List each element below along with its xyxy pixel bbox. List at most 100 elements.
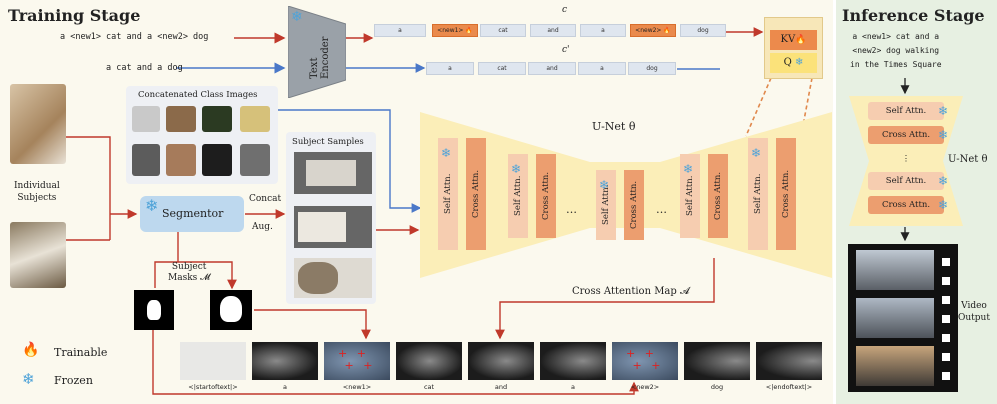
ellipsis-left: …	[566, 203, 577, 216]
subject-cat-photo	[10, 84, 66, 164]
self-attn-block	[748, 138, 768, 250]
flame-icon: 🔥	[795, 35, 807, 45]
individual-subjects-label: Individual Subjects	[14, 181, 60, 203]
token-row-c-prime-label: c'	[562, 45, 570, 55]
text-encoder	[288, 6, 346, 98]
video-frame	[856, 346, 934, 386]
side-attn-label: Self Attn.	[885, 176, 927, 186]
ellipsis-right: …	[656, 203, 667, 216]
concat-label: Concat	[249, 194, 282, 204]
cross-attn-block	[708, 154, 728, 238]
attention-heatmap	[468, 342, 534, 380]
cross-attn-label: Cross Attn.	[471, 169, 481, 219]
snowflake-icon: ❄	[145, 196, 159, 215]
side-attn-block: Cross Attn. ❄	[868, 196, 948, 214]
attention-heatmap	[180, 342, 246, 380]
cat-mask	[210, 290, 252, 330]
unet-label: U-Net θ	[592, 120, 636, 133]
token-prime-3: a	[578, 62, 626, 75]
class-images-title: Concatenated Class Images	[138, 90, 258, 100]
sprocket-hole	[942, 315, 950, 323]
self-attn-block	[438, 138, 458, 250]
mask-overlay-plus: + + + +	[626, 347, 664, 372]
cross-attn-label: Cross Attn.	[541, 171, 551, 221]
attention-heatmap	[756, 342, 822, 380]
snowflake-icon: ❄	[441, 146, 452, 160]
subject-samples-title: Subject Samples	[292, 137, 364, 147]
heatmap-token-label: <new1>	[342, 383, 372, 391]
heatmap-token-label: <new2>	[630, 383, 660, 391]
sprocket-hole	[942, 334, 950, 342]
text-encoder-label: Text Encoder	[309, 36, 331, 80]
attention-heatmap	[252, 342, 318, 380]
legend-frozen: Frozen	[54, 374, 93, 387]
attention-heatmap: + + + +	[324, 342, 390, 380]
cross-attention-map-label: Cross Attention Map 𝓐	[572, 286, 690, 297]
video-frame	[856, 250, 934, 290]
video-output-label: Video Output	[958, 301, 990, 323]
cross-attn-label: Cross Attn.	[629, 180, 639, 230]
class-image	[240, 106, 270, 132]
sprocket-hole	[942, 372, 950, 380]
token-row-c-label: c	[562, 5, 568, 15]
heatmap-token-label: dog	[710, 383, 724, 391]
cross-attn-label: Cross Attn.	[713, 171, 723, 221]
training-stage-title: Training Stage	[8, 6, 141, 25]
class-image	[166, 144, 196, 176]
cross-attn-label: Cross Attn.	[781, 169, 791, 219]
self-attn-block	[680, 154, 700, 238]
class-image	[166, 106, 196, 132]
inference-stage-title: Inference Stage	[842, 6, 985, 25]
self-attn-block	[508, 154, 528, 238]
segmentor-block	[140, 196, 244, 232]
side-attn-label: ⋮	[901, 154, 911, 164]
snowflake-icon: ❄	[291, 9, 303, 25]
class-prompt: a cat and a dog	[106, 63, 183, 73]
class-image	[132, 106, 160, 132]
heatmap-token-label: <|startoftext|>	[188, 383, 238, 391]
sprocket-hole	[942, 277, 950, 285]
token-prime-0: a	[426, 62, 474, 75]
token-6: dog	[680, 24, 726, 37]
stack-ellipsis: ⋮	[868, 150, 944, 168]
cross-attn-block	[466, 138, 486, 250]
token-1: <new1> 🔥	[432, 24, 478, 37]
snowflake-icon: ❄	[937, 104, 948, 118]
snowflake-icon: ❄	[751, 146, 762, 160]
side-attn-block: Self Attn.❄	[868, 102, 948, 120]
snowflake-icon: ❄	[599, 178, 610, 192]
sprocket-hole	[942, 258, 950, 266]
token-prime-2: and	[528, 62, 576, 75]
class-image	[202, 106, 232, 132]
attention-heatmap	[684, 342, 750, 380]
video-frame	[856, 298, 934, 338]
heatmap-token-label: and	[494, 383, 508, 391]
side-attn-block: Self Attn.❄	[868, 172, 948, 190]
mask-overlay-plus: + + + +	[338, 347, 376, 372]
dog-mask	[134, 290, 174, 330]
side-attn-label: Cross Attn.	[881, 200, 931, 210]
snowflake-icon: ❄	[22, 370, 35, 388]
snowflake-icon: ❄	[937, 198, 948, 212]
attention-heatmap	[396, 342, 462, 380]
token-4: a	[580, 24, 626, 37]
subject-masks-label: Subject Masks 𝓜	[168, 262, 211, 283]
token-2: cat	[480, 24, 526, 37]
token-5: <new2> 🔥	[630, 24, 676, 37]
cross-attn-block	[536, 154, 556, 238]
subject-sample	[294, 152, 372, 194]
self-attn-block	[596, 170, 616, 240]
snowflake-icon: ❄	[511, 162, 522, 176]
side-attn-block: Cross Attn.❄	[868, 126, 948, 144]
heatmap-token-label: a	[571, 383, 575, 391]
snowflake-icon: ❄	[795, 57, 804, 68]
subject-dog-photo	[10, 222, 66, 288]
sprocket-hole	[942, 296, 950, 304]
subject-sample	[294, 206, 372, 248]
token-3: and	[530, 24, 576, 37]
aug-label: Aug.	[252, 222, 273, 232]
attention-heatmap	[540, 342, 606, 380]
custom-prompt: a <new1> cat and a <new2> dog	[60, 32, 209, 42]
